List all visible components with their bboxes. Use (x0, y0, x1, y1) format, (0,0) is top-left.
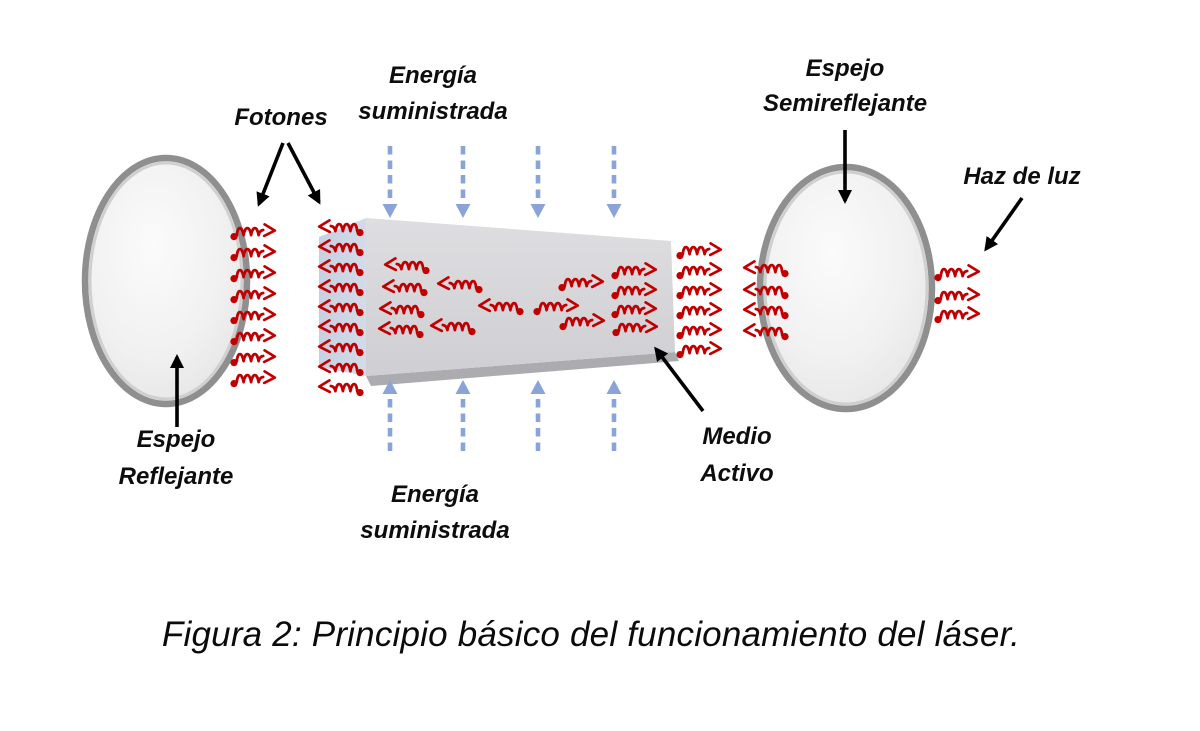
label-energia-top: Energía suministrada (358, 58, 507, 130)
label-medio-activo-line1: Medio (702, 423, 772, 450)
photon-icon (429, 318, 476, 336)
photon-icon (934, 306, 981, 324)
photon-icon (317, 279, 364, 297)
label-medio-activo: Medio Activo (700, 418, 773, 492)
photon-icon (676, 302, 723, 320)
photon-icon (934, 287, 981, 305)
pointer-arrow-icon (654, 346, 705, 413)
photon-icon (317, 379, 364, 397)
photon-icon (230, 286, 277, 304)
pointer-arrow-icon (256, 142, 285, 207)
photon-icon (317, 259, 364, 277)
semireflecting-mirror (756, 163, 936, 413)
energy-arrow-down-icon (606, 146, 622, 218)
energy-arrow-up-icon (530, 380, 546, 451)
photon-icon (676, 341, 723, 359)
photon-icon (742, 323, 789, 341)
photon-icon (378, 301, 425, 319)
photon-icon (230, 370, 277, 388)
label-fotones: Fotones (234, 104, 328, 131)
label-espejo-semireflejante-line1: Espejo (805, 55, 885, 82)
photon-icon (230, 244, 277, 262)
label-energia-bottom-line1: Energía (390, 481, 480, 508)
photon-icon (934, 264, 981, 282)
photon-icon (477, 298, 524, 316)
label-espejo-semireflejante-line2: Semireflejante (762, 90, 928, 117)
energy-arrow-up-icon (606, 380, 622, 451)
photon-icon (558, 274, 605, 292)
pointer-arrow-icon (984, 196, 1024, 252)
photon-icon (436, 276, 483, 294)
photon-icon (612, 319, 659, 337)
photon-icon (676, 282, 723, 300)
photon-icon (230, 223, 277, 241)
photon-icon (317, 319, 364, 337)
photon-icon (559, 313, 606, 331)
photon-icon (230, 349, 277, 367)
photon-icon (533, 298, 580, 316)
photon-icon (230, 328, 277, 346)
energy-arrow-down-icon (455, 146, 471, 218)
photon-icon (742, 260, 789, 278)
photon-icon (381, 279, 428, 297)
photon-icon (317, 239, 364, 257)
photon-icon (676, 262, 723, 280)
label-espejo-reflejante-line2: Reflejante (118, 463, 234, 490)
label-energia-bottom: Energía suministrada (360, 477, 509, 549)
photon-icon (317, 299, 364, 317)
photon-icon (230, 307, 277, 325)
energy-arrow-up-icon (382, 380, 398, 451)
label-espejo-reflejante: Espejo Reflejante (119, 421, 234, 495)
pointer-arrow-icon (286, 142, 321, 205)
label-energia-bottom-line2: suministrada (360, 517, 510, 544)
label-espejo-reflejante-line1: Espejo (136, 426, 216, 453)
label-espejo-semireflejante: Espejo Semireflejante (763, 51, 927, 121)
photon-icon (611, 282, 658, 300)
reflecting-mirror (81, 154, 251, 408)
photon-icon (611, 301, 658, 319)
label-energia-top-line2: suministrada (358, 98, 508, 125)
photon-icon (742, 282, 789, 300)
label-medio-activo-line2: Activo (700, 460, 774, 487)
energy-arrow-down-icon (530, 146, 546, 218)
photon-icon (377, 321, 424, 339)
label-haz-de-luz: Haz de luz (963, 163, 1081, 190)
photon-icon (611, 262, 658, 280)
label-energia-top-line1: Energía (388, 62, 478, 89)
photon-icon (676, 242, 723, 260)
photon-icon (230, 265, 277, 283)
photon-icon (317, 339, 364, 357)
photon-icon (383, 257, 430, 275)
photon-icon (742, 302, 789, 320)
energy-arrow-up-icon (455, 380, 471, 451)
figure-caption: Figura 2: Principio básico del funcionam… (161, 615, 1021, 654)
photon-icon (317, 359, 364, 377)
active-medium (319, 218, 679, 386)
photon-icon (676, 322, 723, 340)
energy-arrow-down-icon (382, 146, 398, 218)
photon-icon (317, 219, 364, 237)
